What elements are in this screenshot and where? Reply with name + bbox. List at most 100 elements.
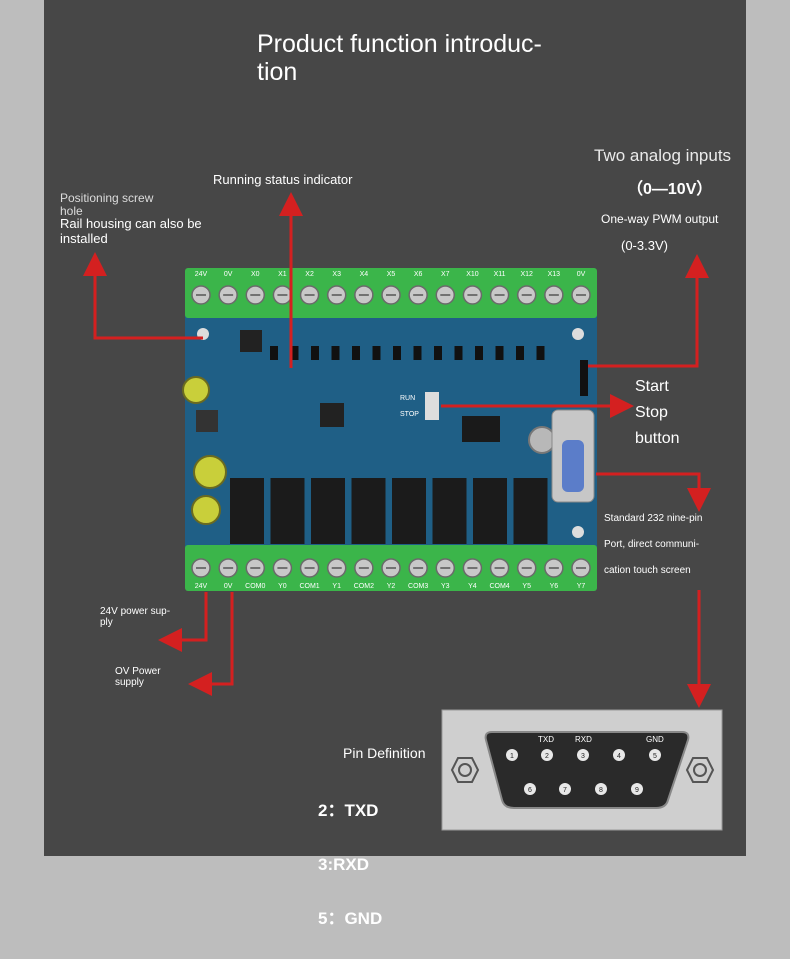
pin-definition-line: 2：TXD bbox=[318, 801, 379, 820]
connector-pin bbox=[631, 783, 643, 795]
power-24v-arrow bbox=[158, 592, 208, 652]
connector-pin-number: 6 bbox=[528, 787, 532, 794]
ic-chip bbox=[240, 330, 262, 352]
switch-run-label: RUN bbox=[400, 395, 415, 402]
hex-nut-right bbox=[685, 757, 715, 783]
terminal-label: Y3 bbox=[441, 583, 450, 590]
gnd-label: GND bbox=[646, 735, 664, 744]
terminal-label: Y4 bbox=[468, 583, 477, 590]
rs232-arrow bbox=[596, 472, 711, 512]
terminal-label: Y1 bbox=[332, 583, 341, 590]
terminal-label: Y5 bbox=[522, 583, 531, 590]
status-led bbox=[311, 346, 319, 360]
terminal-label: Y6 bbox=[550, 583, 559, 590]
terminal-label: X2 bbox=[305, 271, 314, 278]
pwm-range-label: (0-3.3V) bbox=[621, 238, 668, 253]
status-led bbox=[270, 346, 278, 360]
db9-port-face bbox=[562, 440, 584, 492]
status-led bbox=[352, 346, 360, 360]
pwm-output-label: One-way PWM output bbox=[601, 212, 719, 226]
connector-pin-number: 1 bbox=[510, 753, 514, 760]
status-led bbox=[495, 346, 504, 360]
terminal-label: X3 bbox=[332, 271, 341, 278]
connector-pin-number: 8 bbox=[599, 787, 603, 794]
pin-definition-line: 3:RXD bbox=[318, 855, 370, 874]
terminal-label: 24V bbox=[195, 583, 208, 590]
pin-definition-title: Pin Definition bbox=[343, 745, 426, 761]
terminal-label: X0 bbox=[251, 271, 260, 278]
connector-pin-number: 2 bbox=[545, 753, 549, 760]
terminal-label: Y2 bbox=[387, 583, 396, 590]
terminal-label: X1 bbox=[278, 271, 287, 278]
start-stop-label: Start Stop button bbox=[635, 378, 680, 447]
terminal-label: 24V bbox=[195, 271, 208, 278]
screw-hole-arrow bbox=[83, 252, 203, 340]
status-led bbox=[536, 346, 545, 360]
analog-input-arrow bbox=[588, 254, 709, 368]
connector-pin-number: 3 bbox=[581, 753, 585, 760]
analog-header bbox=[580, 360, 588, 396]
rail-housing-label: Rail housing can also be installed bbox=[60, 216, 202, 246]
power-0v-arrow bbox=[188, 592, 234, 696]
status-led bbox=[475, 346, 483, 360]
terminal-label: COM1 bbox=[299, 583, 319, 590]
status-led bbox=[454, 346, 463, 360]
terminal-label: Y0 bbox=[278, 583, 287, 590]
running-status-label: Running status indicator bbox=[213, 172, 353, 187]
txd-label: TXD bbox=[538, 735, 554, 744]
connector-pin bbox=[649, 749, 661, 761]
connector-pin bbox=[595, 783, 607, 795]
connector-pin-number: 5 bbox=[653, 753, 657, 760]
terminal-label: X12 bbox=[520, 271, 533, 278]
relay bbox=[351, 478, 386, 544]
status-led bbox=[516, 346, 524, 360]
status-led bbox=[331, 346, 340, 360]
terminal-label: X7 bbox=[441, 271, 450, 278]
relay bbox=[270, 478, 305, 544]
relay bbox=[311, 478, 345, 544]
terminal-label: COM4 bbox=[489, 583, 509, 590]
status-led bbox=[393, 346, 401, 360]
status-led bbox=[413, 346, 422, 360]
terminal-label: COM0 bbox=[245, 583, 265, 590]
analog-inputs-label: Two analog inputs bbox=[594, 146, 732, 165]
screw-hole bbox=[572, 328, 584, 340]
driver-chip bbox=[462, 416, 500, 442]
screw-hole bbox=[572, 526, 584, 538]
terminal-label: X6 bbox=[414, 271, 423, 278]
capacitor bbox=[528, 426, 556, 454]
power-0v-label: OV Power supply bbox=[115, 666, 161, 688]
hex-nut-right-hole bbox=[693, 763, 707, 777]
hex-nut-left bbox=[450, 757, 480, 783]
pin-definition-list: 2：TXD 3:RXD 5：GND bbox=[318, 770, 382, 959]
terminal-label: X13 bbox=[548, 271, 561, 278]
rs232-label: Standard 232 nine-pin Port, direct commu… bbox=[604, 513, 703, 576]
terminal-label: X10 bbox=[466, 271, 479, 278]
connector-pin bbox=[506, 749, 518, 761]
rxd-label: RXD bbox=[575, 735, 592, 744]
connector-pin bbox=[541, 749, 553, 761]
terminal-label: X4 bbox=[360, 271, 369, 278]
capacitor bbox=[191, 495, 221, 525]
connector-pin-number: 4 bbox=[617, 753, 621, 760]
connector-pin bbox=[524, 783, 536, 795]
terminal-label: COM2 bbox=[354, 583, 374, 590]
screw-hole-label: Positioning screw hole bbox=[60, 191, 154, 218]
connector-pin bbox=[559, 783, 571, 795]
terminal-label: X5 bbox=[387, 271, 396, 278]
terminal-label: 0V bbox=[224, 583, 233, 590]
terminal-label: 0V bbox=[224, 271, 233, 278]
terminal-label: COM3 bbox=[408, 583, 428, 590]
pin-definition-line: 5：GND bbox=[318, 909, 383, 928]
connector-pin bbox=[613, 749, 625, 761]
terminal-label: 0V bbox=[577, 271, 586, 278]
power-24v-label: 24V power sup- ply bbox=[100, 606, 171, 628]
terminal-label: Y7 bbox=[577, 583, 586, 590]
status-led bbox=[290, 346, 299, 360]
inductor bbox=[196, 410, 218, 432]
connector-pin-number: 9 bbox=[635, 787, 639, 794]
relay bbox=[513, 478, 548, 544]
status-led bbox=[372, 346, 381, 360]
relay bbox=[432, 478, 467, 544]
connector-pin-number: 7 bbox=[563, 787, 567, 794]
